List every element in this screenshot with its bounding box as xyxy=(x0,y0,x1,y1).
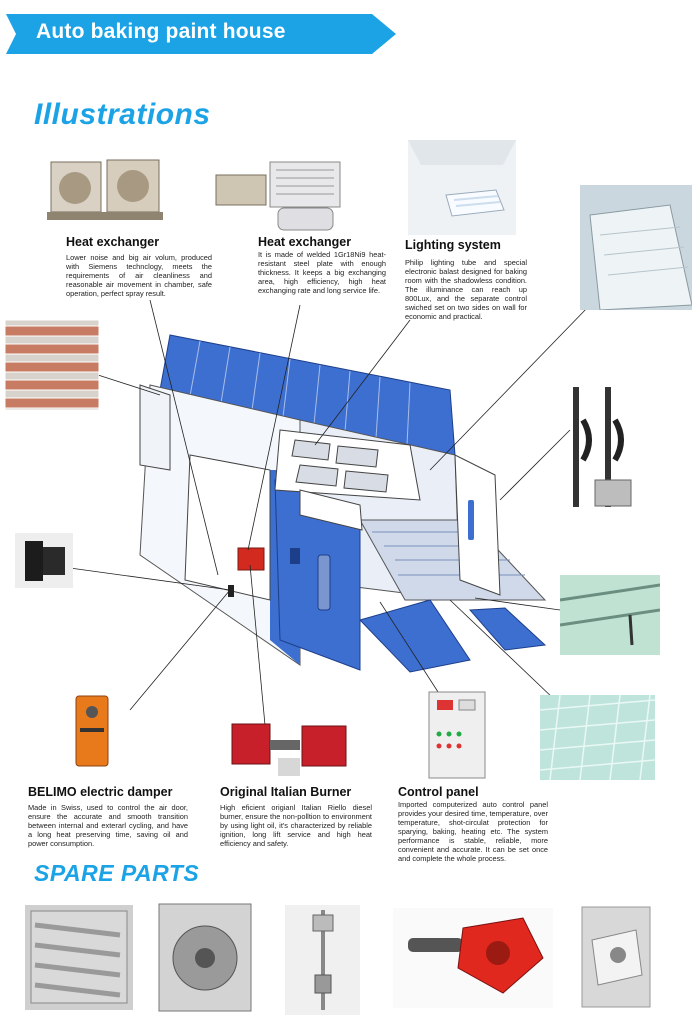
control-panel-text: Imported computerized auto control panel… xyxy=(398,800,548,864)
control-panel-title: Control panel xyxy=(398,785,479,799)
wall-panel-photo xyxy=(5,320,99,410)
spare-part-actuator xyxy=(580,905,652,1010)
spare-part-damper-linkage xyxy=(285,905,360,1015)
ceiling-filter-photo xyxy=(580,185,692,310)
heat-exchanger-fan-photo xyxy=(45,150,165,230)
heat-exchanger-2-text: It is made of welded 1Gr18Ni9 heat-resis… xyxy=(258,250,386,296)
spare-part-burner xyxy=(393,908,553,1008)
lighting-title: Lighting system xyxy=(405,238,501,252)
door-handles-photo xyxy=(565,385,635,510)
floor-grating-photo xyxy=(540,695,655,780)
page-title: Auto baking paint house xyxy=(36,20,286,43)
heat-exchanger-2-title: Heat exchanger xyxy=(258,235,352,249)
header-banner: Auto baking paint house xyxy=(0,10,400,58)
damper-title: BELIMO electric damper xyxy=(28,785,173,799)
banner-arrow-shape xyxy=(6,14,396,54)
control-panel-photo xyxy=(425,690,489,782)
spare-parts-heading: SPARE PARTS xyxy=(34,860,200,886)
heat-exchanger-1-title: Heat exchanger xyxy=(66,235,160,249)
electric-damper-photo xyxy=(70,690,115,775)
lighting-fixture-photo xyxy=(408,140,516,235)
italian-burner-photo xyxy=(228,718,356,780)
floor-grate-frame-photo xyxy=(560,575,660,655)
burner-text: High eficient origianl Italian Riello di… xyxy=(220,803,372,849)
spare-part-damper-unit xyxy=(25,905,133,1010)
damper-text: Made in Swiss, used to control the air d… xyxy=(28,803,188,849)
illustrations-heading: Illustrations xyxy=(34,98,211,131)
burner-title: Original Italian Burner xyxy=(220,785,352,799)
heat-exchanger-1-text: Lower noise and big air volum, produced … xyxy=(66,253,212,299)
heat-exchanger-core-photo xyxy=(210,160,345,240)
lighting-text: Philip lighting tube and special electro… xyxy=(405,258,527,322)
hinge-photo xyxy=(15,533,73,588)
spare-part-fan xyxy=(155,900,255,1015)
